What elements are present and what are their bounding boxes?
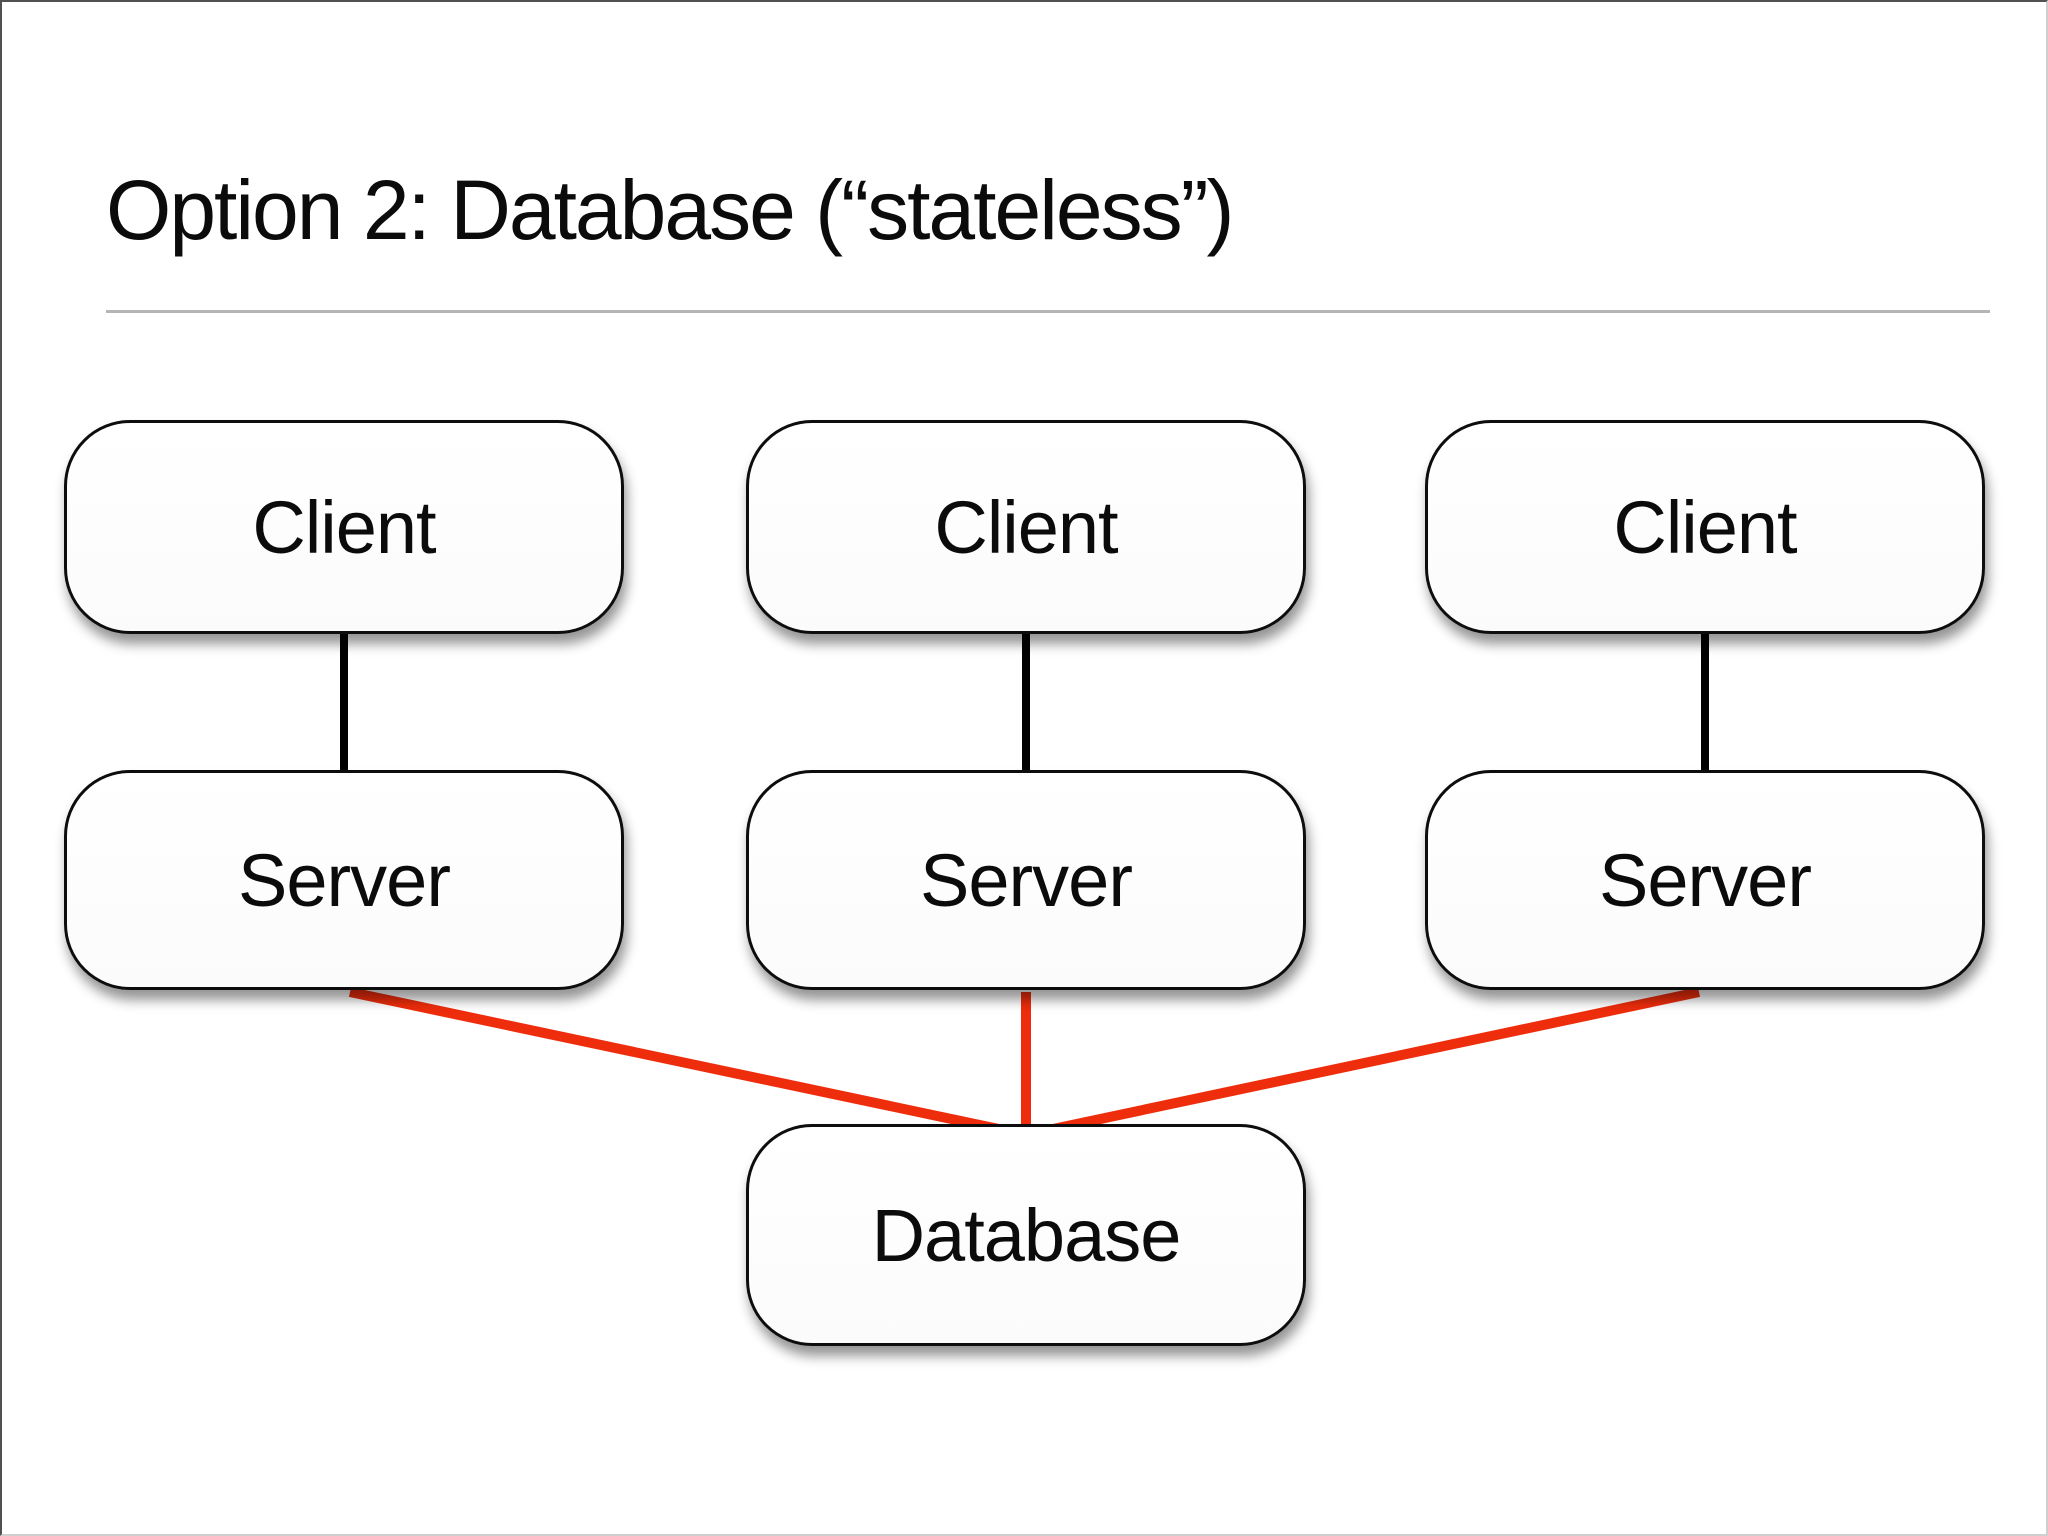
client-node-2: Client bbox=[746, 420, 1306, 634]
client-node-3: Client bbox=[1425, 420, 1985, 634]
server-node-1: Server bbox=[64, 770, 624, 990]
slide-title: Option 2: Database (“stateless”) bbox=[106, 163, 1235, 257]
server-node-3-label: Server bbox=[1599, 838, 1812, 922]
client-node-1: Client bbox=[64, 420, 624, 634]
server-node-2: Server bbox=[746, 770, 1306, 990]
title-divider-line bbox=[106, 310, 1990, 313]
database-node: Database bbox=[746, 1124, 1306, 1346]
client-node-1-label: Client bbox=[252, 485, 436, 569]
server-node-3: Server bbox=[1425, 770, 1985, 990]
server-node-1-label: Server bbox=[238, 838, 451, 922]
server-database-link-1 bbox=[348, 987, 1034, 1141]
server-node-2-label: Server bbox=[920, 838, 1133, 922]
client-node-3-label: Client bbox=[1613, 485, 1797, 569]
server-database-link-3 bbox=[1018, 987, 1701, 1141]
database-node-label: Database bbox=[871, 1193, 1182, 1277]
client-node-2-label: Client bbox=[934, 485, 1118, 569]
